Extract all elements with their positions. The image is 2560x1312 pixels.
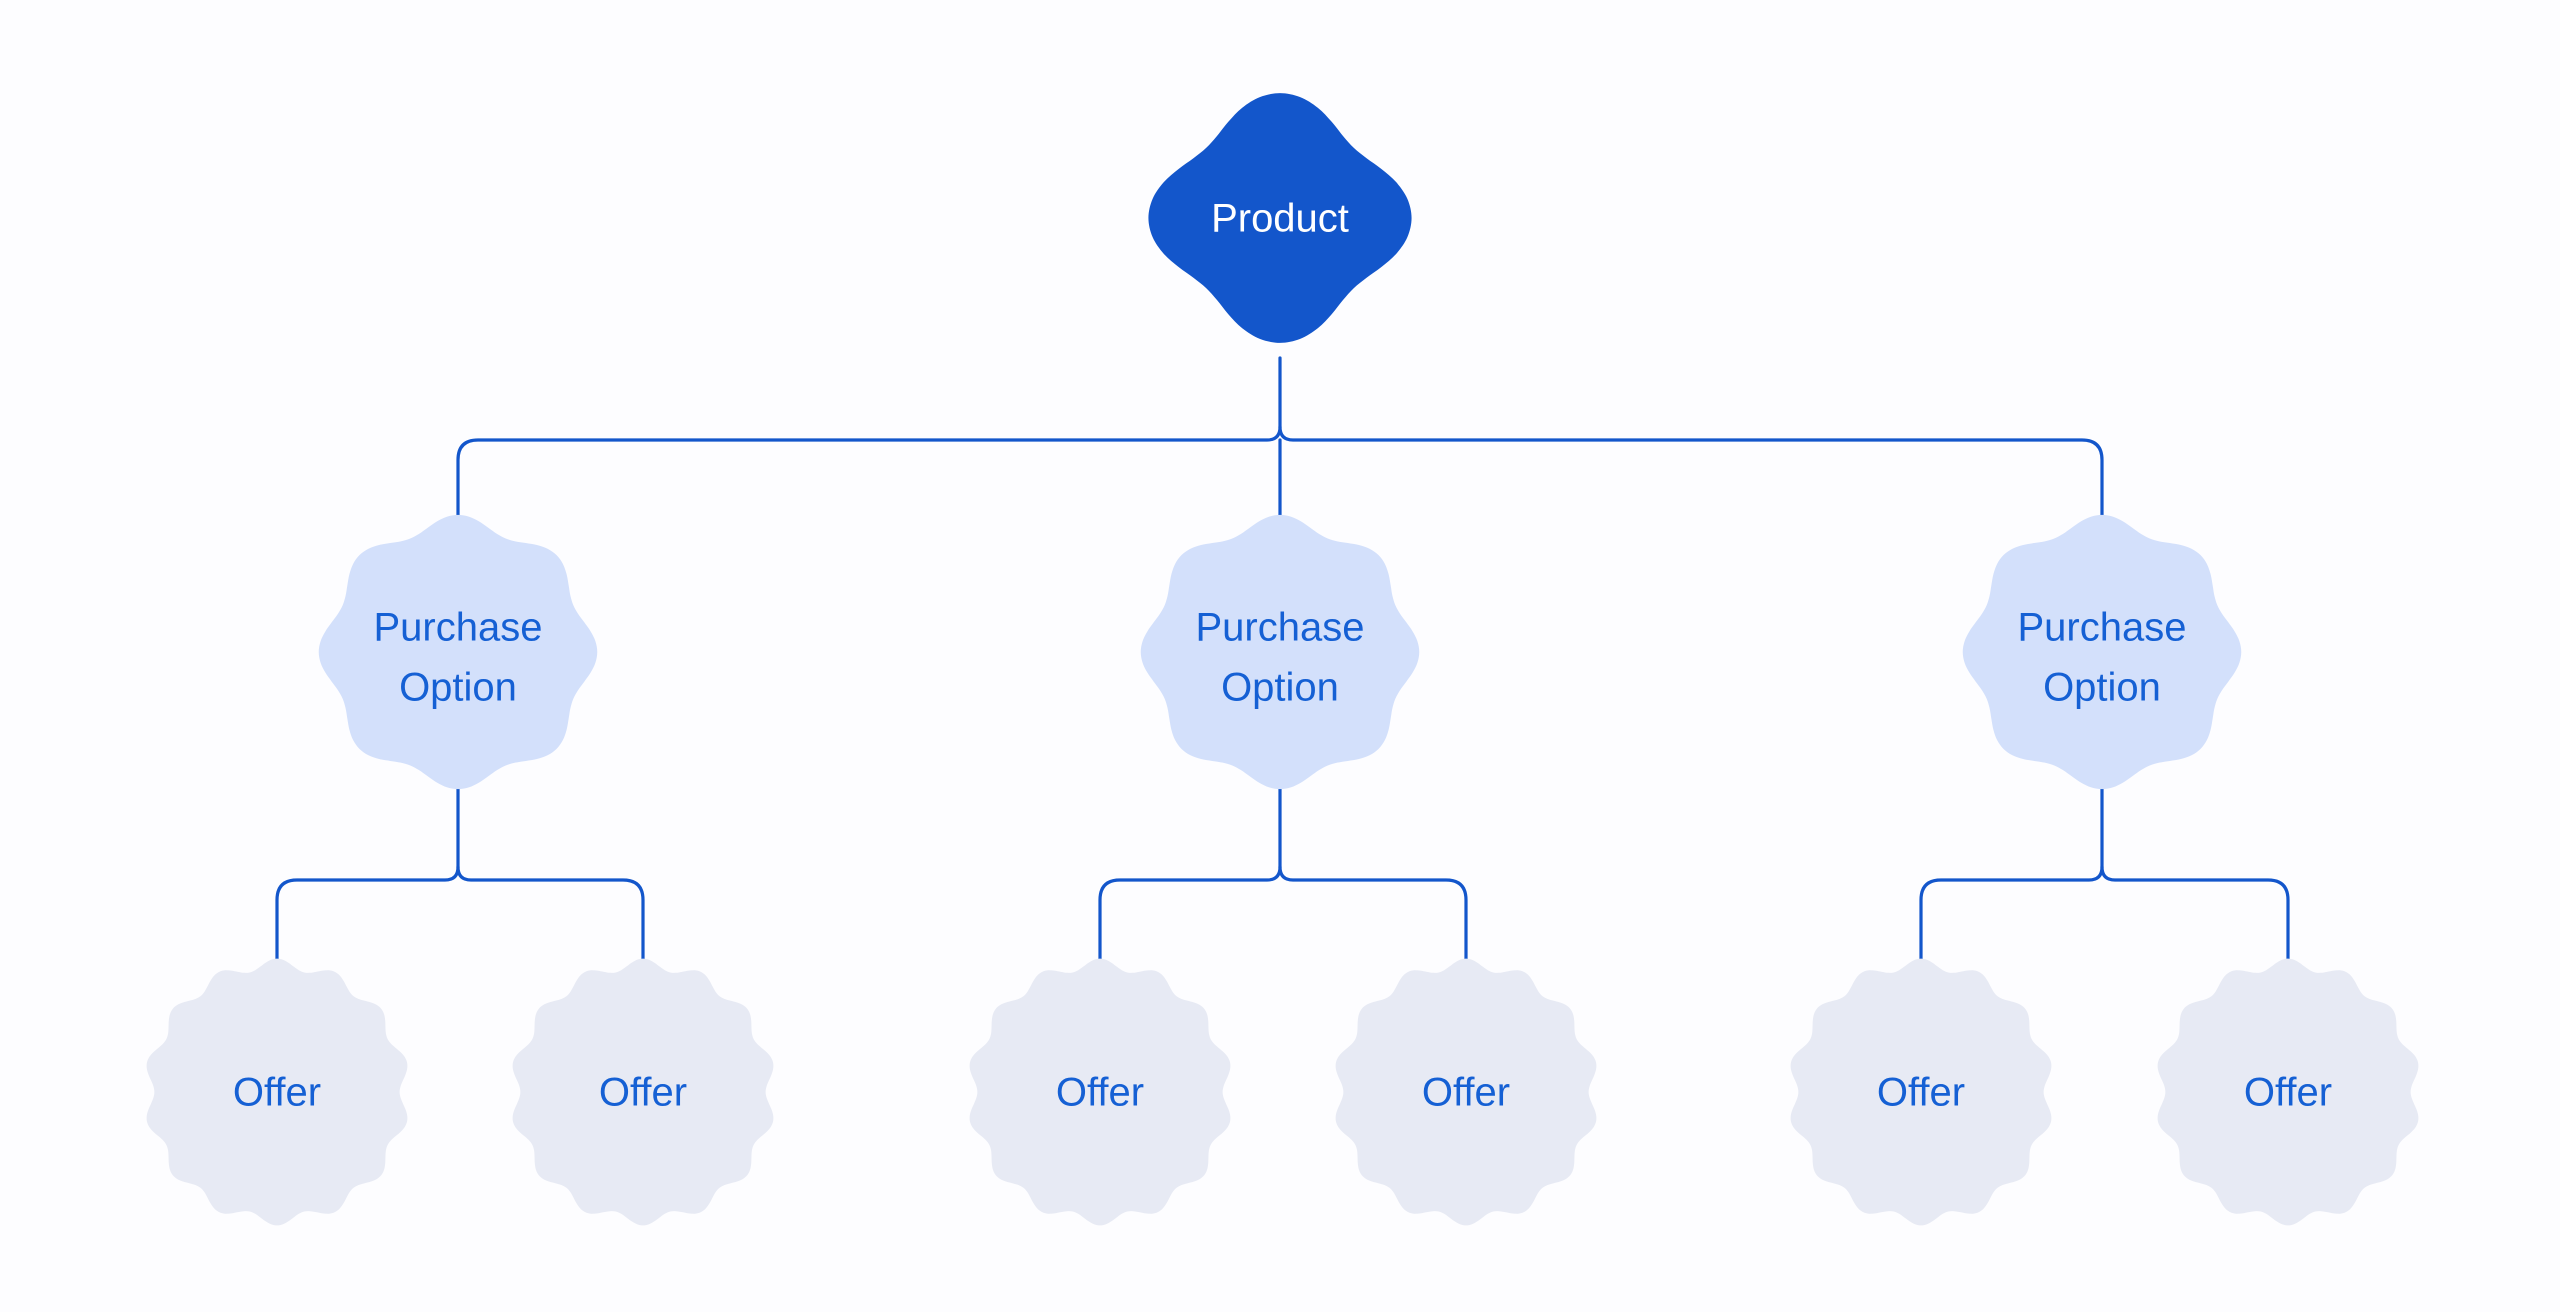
node-purchase-option-0[interactable] xyxy=(318,514,598,790)
connector-option-2-to-offers-1 xyxy=(1919,865,2104,977)
node-offer-0-0[interactable] xyxy=(146,958,408,1226)
node-purchase-option-2[interactable] xyxy=(1962,514,2242,790)
node-offer-1-0[interactable] xyxy=(969,958,1231,1226)
connector-product-to-options-2 xyxy=(1278,425,2104,550)
connector-option-1-to-offers-2 xyxy=(1278,865,1468,977)
node-product[interactable] xyxy=(1148,93,1412,343)
connector-option-0-to-offers-2 xyxy=(456,865,645,977)
node-purchase-option-1[interactable] xyxy=(1140,514,1420,790)
node-offer-2-0[interactable] xyxy=(1790,958,2052,1226)
connector-option-2-to-offers-2 xyxy=(2100,865,2290,977)
node-offer-2-1[interactable] xyxy=(2157,958,2419,1226)
connector-product-to-options-1 xyxy=(456,425,1282,550)
connector-option-0-to-offers-1 xyxy=(275,865,460,977)
node-offer-1-1[interactable] xyxy=(1335,958,1597,1226)
node-offer-0-1[interactable] xyxy=(512,958,774,1226)
connector-option-1-to-offers-1 xyxy=(1098,865,1282,977)
node-group: ProductPurchaseOptionPurchaseOptionPurch… xyxy=(146,93,2419,1226)
